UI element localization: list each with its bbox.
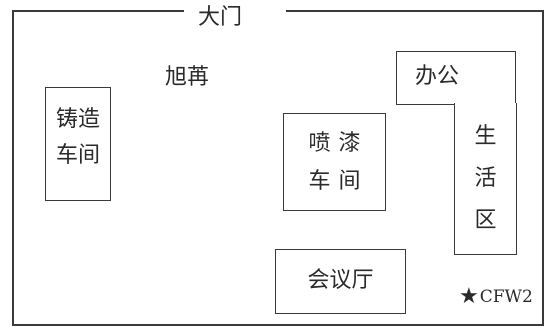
painting-workshop-label: 喷漆 车间 — [308, 131, 369, 194]
boundary-top-right — [286, 10, 544, 12]
boundary-top-left — [12, 10, 184, 12]
main-gate-label: 大门 — [198, 5, 243, 30]
living-area-label: 生 活 区 — [474, 124, 497, 233]
casting-workshop: 铸造 车间 — [45, 87, 111, 201]
meeting-hall-label: 会议厅 — [307, 268, 374, 293]
boundary-right — [542, 10, 544, 326]
living-area: 生 活 区 — [454, 103, 517, 255]
boundary-left — [12, 10, 14, 326]
meeting-hall: 会议厅 — [275, 249, 406, 314]
casting-workshop-label: 铸造 车间 — [55, 107, 100, 168]
office-building: 办公 — [396, 51, 516, 105]
sampling-point-marker: ★ CFW2 — [459, 286, 533, 308]
boundary-bottom — [12, 324, 544, 326]
site-boundary — [12, 10, 544, 326]
sampling-point-label: CFW2 — [479, 286, 533, 307]
company-name-label: 旭苒 — [165, 65, 210, 90]
star-icon: ★ — [459, 284, 479, 309]
painting-workshop: 喷漆 车间 — [283, 113, 386, 211]
office-label: 办公 — [415, 64, 460, 89]
